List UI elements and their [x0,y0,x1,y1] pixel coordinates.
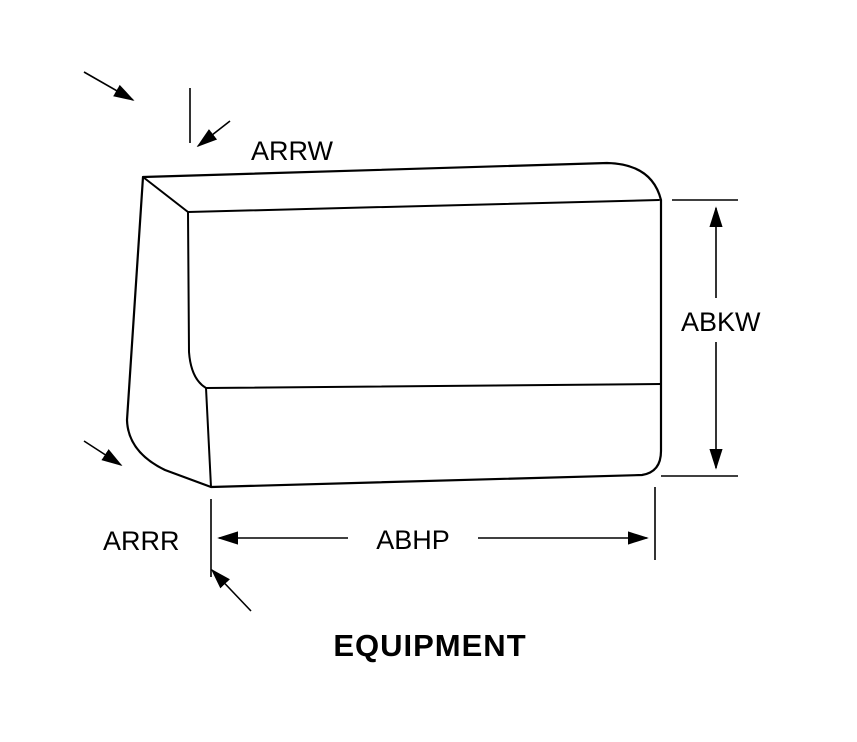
front-top-edge [187,199,660,213]
arrr-leader-line-lower [210,568,252,612]
arrr-leader-line-upper [83,440,123,466]
arrw-dimension [83,71,231,148]
equipment-body [125,161,663,489]
front-left-lower-edge [205,387,212,488]
front-left-upper-edge [187,211,207,389]
arrr-label: ARRR [103,526,180,556]
equipment-body-edges [142,176,662,488]
abkw-label: ABKW [681,307,761,337]
abkw-dimension [661,199,738,477]
abhp-label: ABHP [376,525,450,555]
abhp-dimension [210,487,656,577]
arrw-label: ARRW [251,136,334,166]
arrw-leader-line-inner [196,120,231,148]
equipment-title: EQUIPMENT [333,628,526,663]
arrr-dimension [83,440,252,612]
top-left-chamfer-edge [142,176,189,213]
arrw-leader-line-outer [83,71,135,101]
front-divider-edge [205,383,662,389]
equipment-body-outline [125,161,663,489]
